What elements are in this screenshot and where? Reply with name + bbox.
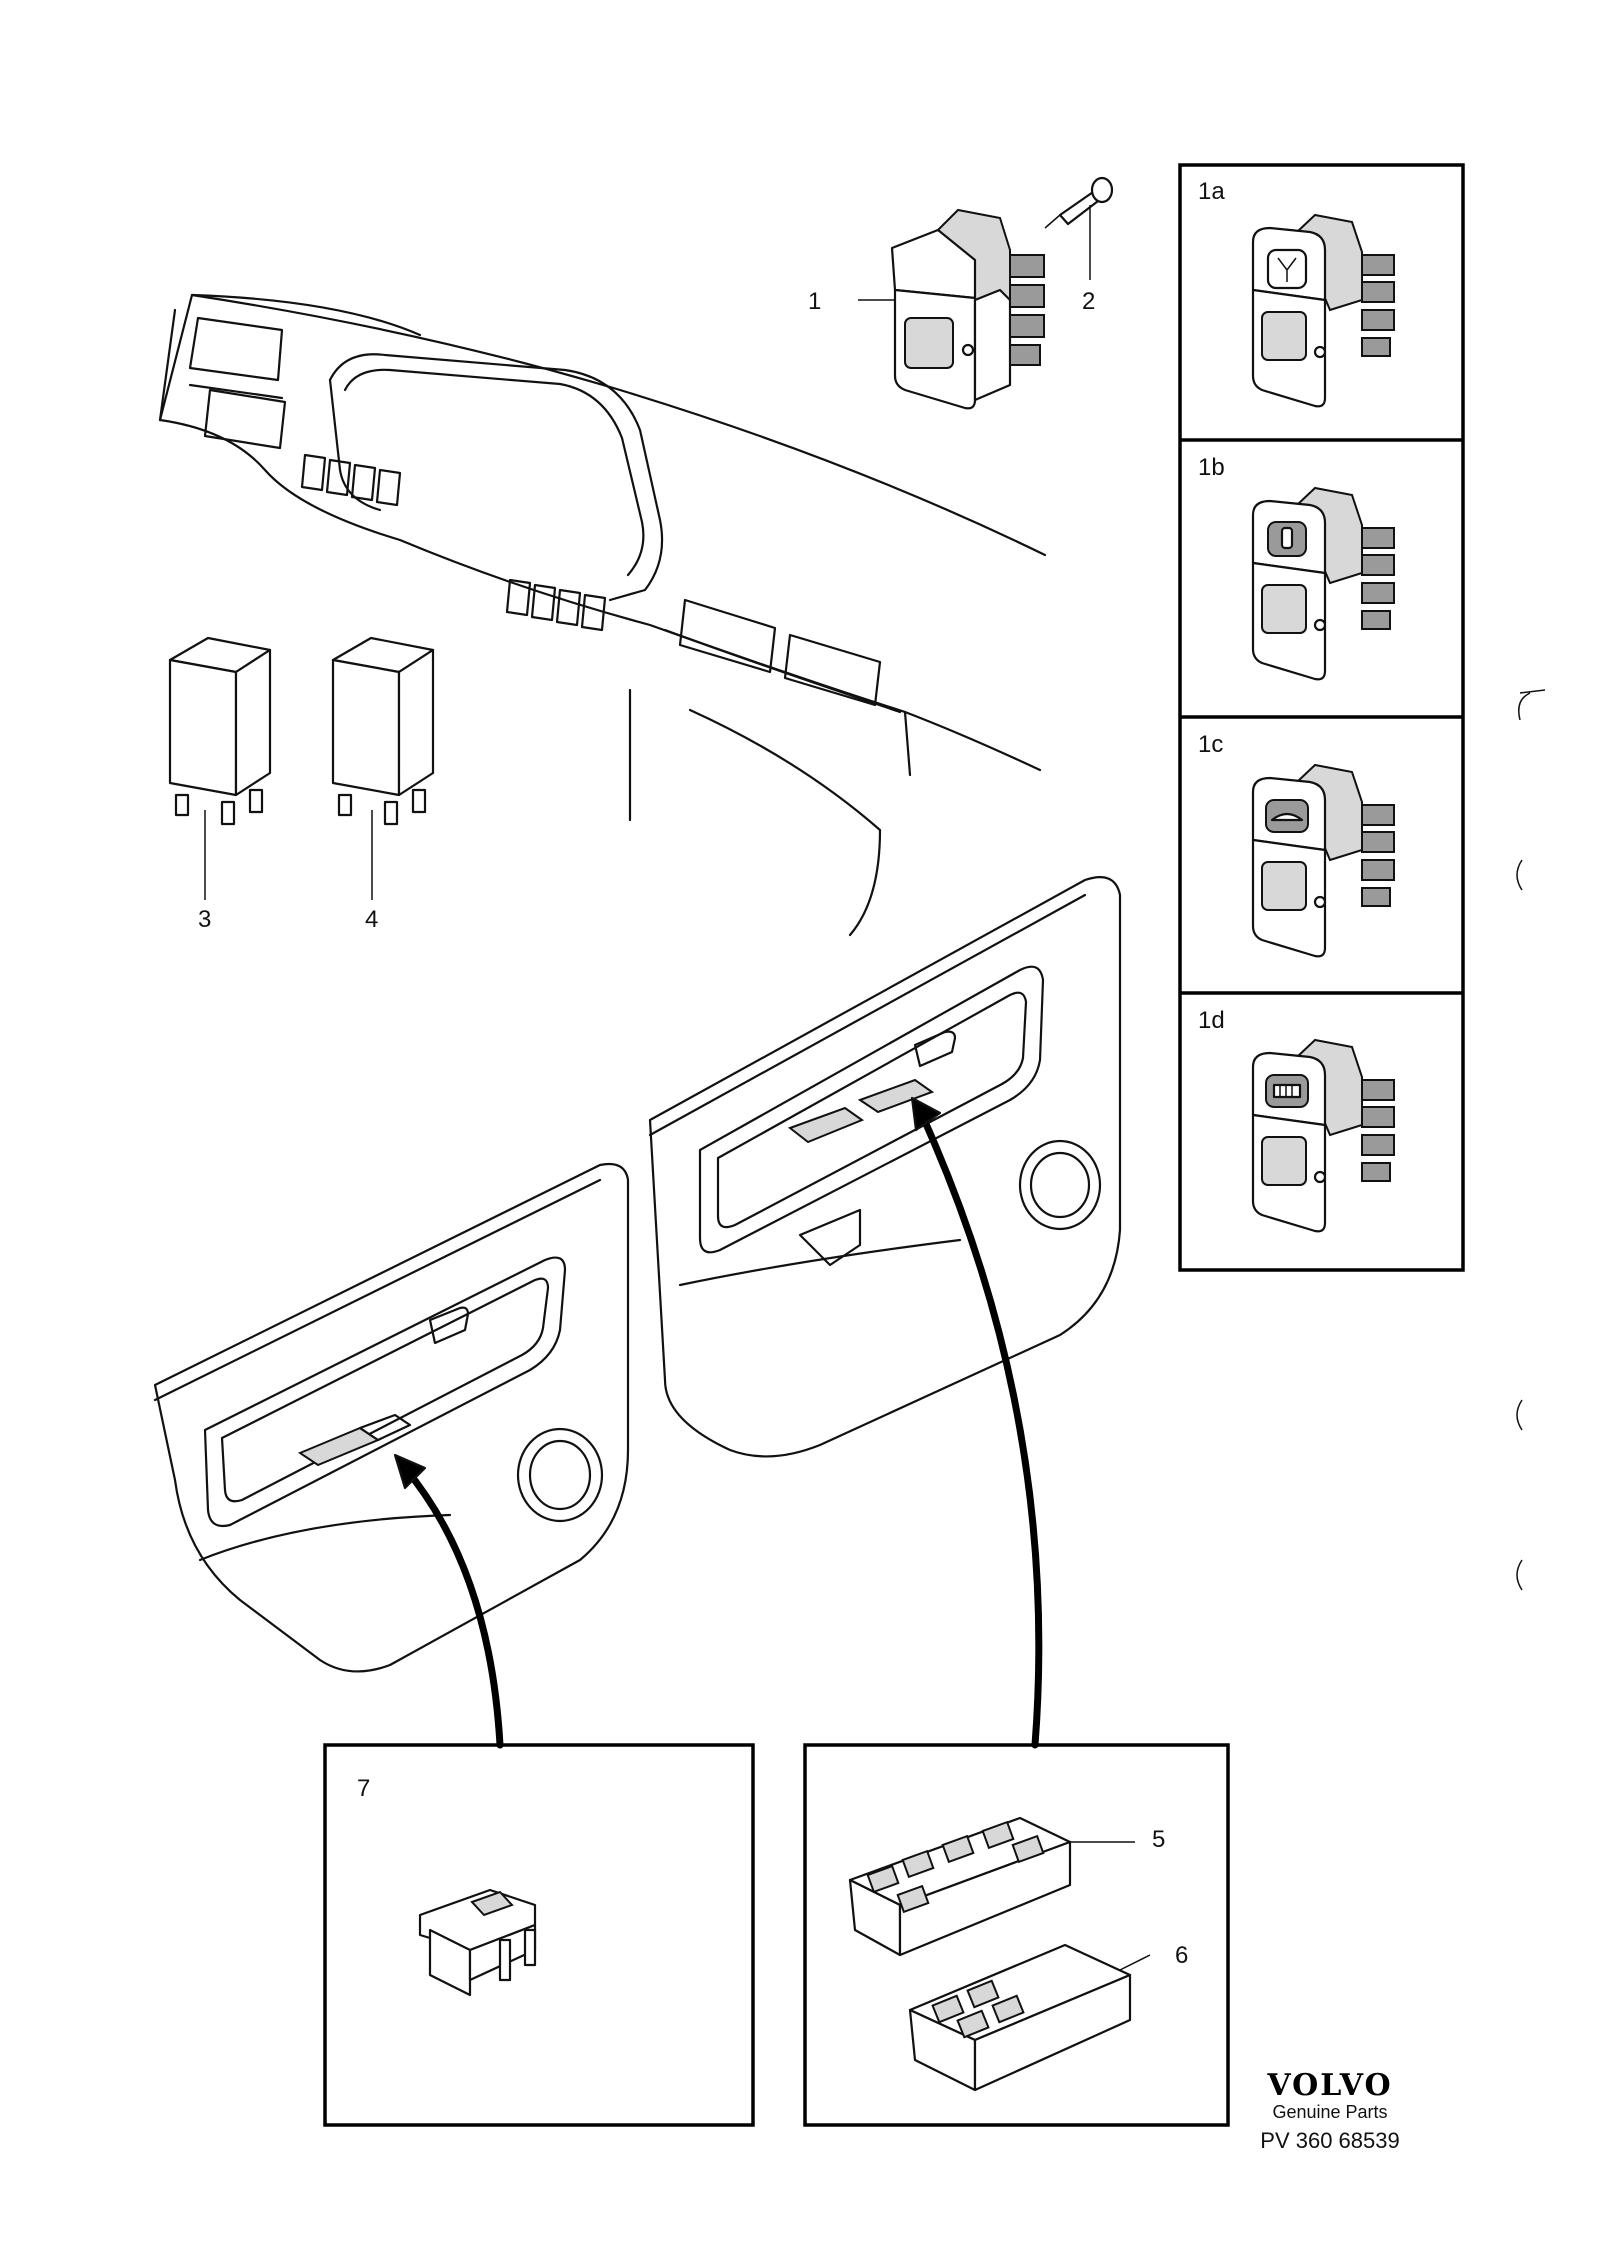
dashboard-illustration (158, 293, 1047, 937)
box-item-7 (323, 1743, 755, 2127)
callout-3: 3 (198, 906, 211, 933)
relay-3 (168, 636, 272, 900)
callout-1d: 1d (1198, 1007, 1225, 1034)
diagram-code: PV 360 68539 (1260, 2128, 1399, 2153)
left-door-panel (153, 1162, 630, 1673)
switch-pack-6 (908, 1943, 1151, 2092)
arrow-to-right-door (918, 1111, 1043, 1749)
arrowhead-left (393, 1453, 427, 1490)
genuine-parts-label: Genuine Parts (1272, 2102, 1387, 2122)
callout-2: 2 (1082, 288, 1095, 315)
screw-2 (1044, 176, 1114, 280)
callout-1a: 1a (1198, 178, 1225, 205)
arrow-to-left-door (401, 1464, 504, 1749)
arrowhead-right (910, 1096, 942, 1132)
volvo-logo-text: VOLVO (1266, 2068, 1392, 2103)
callout-7: 7 (357, 1775, 370, 1802)
switch-pack-5 (848, 1816, 1135, 1957)
callout-1b: 1b (1198, 454, 1225, 481)
box-items-5-6 (803, 1743, 1230, 2127)
switch-7 (418, 1888, 537, 1997)
callout-1: 1 (808, 288, 821, 315)
switch-variant-1b (1251, 486, 1395, 681)
switch-variant-1c (1251, 763, 1395, 958)
right-door-panel (648, 876, 1122, 1458)
relay-4 (331, 636, 435, 900)
switch-variant-1a (1251, 213, 1395, 408)
switch-variant-1d (1251, 1038, 1395, 1233)
switch-1 (858, 208, 1045, 410)
callout-1c: 1c (1198, 731, 1223, 758)
callout-4: 4 (365, 906, 378, 933)
callout-5: 5 (1152, 1826, 1165, 1853)
callout-6: 6 (1175, 1942, 1188, 1969)
variants-panel (1178, 163, 1465, 1272)
margin-marks (1516, 689, 1546, 1591)
